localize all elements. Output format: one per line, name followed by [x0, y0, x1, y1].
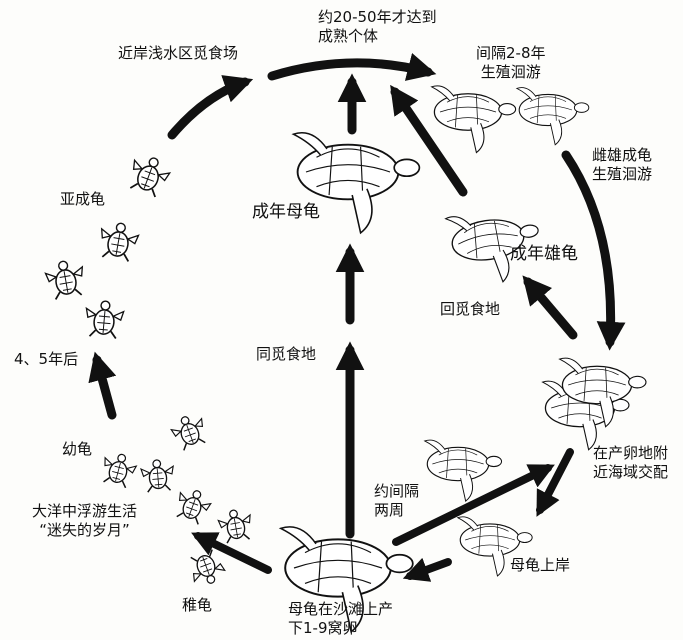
breeding-interval-label: 间隔2-8年 生殖洄游 [476, 44, 546, 82]
arrow-mating-down [536, 448, 574, 517]
arrow-juvenile-up [88, 351, 117, 420]
arrow-mating-to-male [522, 275, 578, 340]
migrating-turtle-2 [516, 87, 590, 146]
arrow-subadult-to-nearshore [167, 75, 254, 140]
adult-female-label: 成年母龟 [252, 202, 320, 222]
four-five-years-label: 4、5年后 [14, 350, 79, 368]
subadult-turtle-2 [96, 219, 141, 264]
same-feeding-label: 同觅食地 [256, 345, 317, 363]
arrow-ashore-to-nest [402, 557, 452, 582]
ocean-drift-label: 大洋中浮游生活 “迷失的岁月” [32, 502, 137, 540]
mating-line-2: 近海域交配 [593, 463, 669, 481]
adult-male-label: 成年雄龟 [510, 244, 578, 264]
both-sexes-migration-label: 雌雄成龟 生殖洄游 [592, 146, 652, 184]
subadult-label: 亚成龟 [60, 190, 106, 208]
nesting-label: 母龟在沙滩上产 下1-9窝卵 [288, 600, 393, 638]
subadult-turtle-1 [124, 151, 174, 200]
hatchling-turtle-5 [216, 506, 255, 545]
hatchling-turtle-1 [167, 410, 211, 453]
female-ashore-label: 母龟上岸 [510, 556, 571, 574]
arrow-right-down [561, 150, 626, 351]
arrow-top-arc [267, 53, 437, 81]
hatchling-turtle-2 [98, 449, 140, 490]
about-two-weeks-line-2: 两周 [374, 501, 405, 519]
maturity-line-2: 成熟个体 [318, 27, 379, 45]
ocean-drift-line-2: “迷失的岁月” [39, 521, 130, 539]
migrating-turtle-1 [430, 85, 517, 154]
hatchling-turtle-3 [139, 457, 177, 494]
breeding-interval-line-1: 间隔2-8年 [476, 44, 546, 62]
breeding-interval-line-2: 生殖洄游 [480, 63, 541, 81]
maturity-label: 约20-50年才达到 成熟个体 [318, 8, 437, 46]
maturity-line-1: 约20-50年才达到 [318, 8, 437, 26]
return-feeding-label: 回觅食地 [440, 300, 501, 318]
both-sexes-line-1: 雌雄成龟 [592, 146, 653, 164]
arrow-nest-to-mating [392, 464, 555, 546]
arrow-male-to-top [390, 84, 468, 197]
ocean-drift-line-1: 大洋中浮游生活 [32, 502, 138, 520]
about-two-weeks-label: 约间隔 两周 [374, 482, 419, 520]
hatchling-turtle-6 [185, 547, 229, 590]
arrow-nest-to-hatchling [191, 532, 272, 574]
nesting-line-1: 母龟在沙滩上产 [288, 600, 394, 618]
hatchling-label: 稚龟 [182, 596, 213, 614]
mating-label: 在产卵地附 近海域交配 [593, 444, 668, 482]
nearshore-feeding-label: 近岸浅水区觅食场 [118, 44, 239, 62]
mating-line-1: 在产卵地附 [593, 444, 669, 462]
juvenile-label: 幼龟 [62, 440, 93, 458]
nesting-line-2: 下1-9窝卵 [288, 619, 358, 637]
hatchling-turtle-4 [171, 484, 215, 527]
about-two-weeks-line-1: 约间隔 [374, 482, 420, 500]
both-sexes-line-2: 生殖洄游 [592, 165, 653, 183]
subadult-turtle-3 [43, 257, 88, 302]
subadult-turtle-4 [83, 298, 126, 340]
